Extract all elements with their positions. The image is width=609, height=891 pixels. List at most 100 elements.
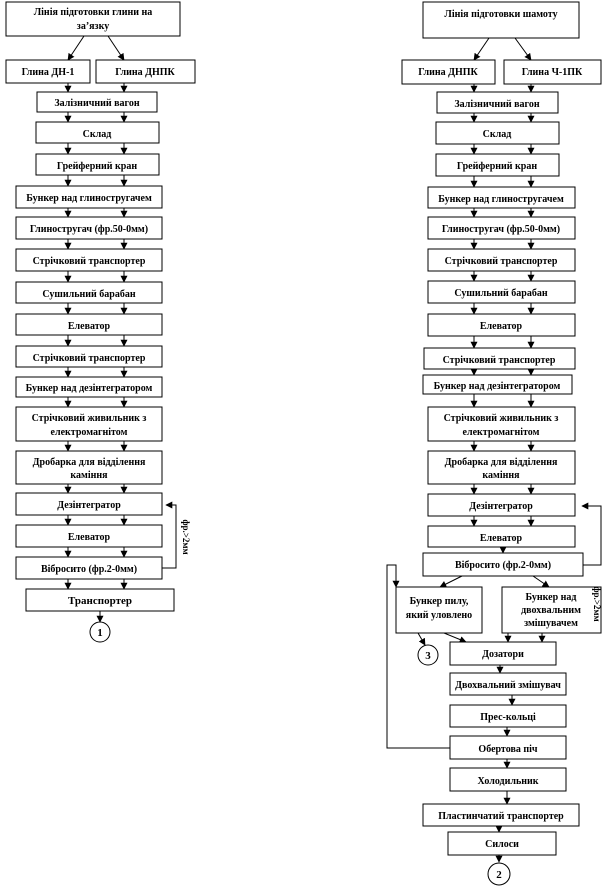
right-elevator2-label: Елеватор (480, 533, 523, 544)
left-magnet-line2: електромагнітом (51, 427, 128, 438)
right-title-box (422, 1, 580, 39)
left-crane-label: Грейферний кран (57, 161, 138, 172)
right-double-hopper-line3: змішувачем (524, 618, 578, 629)
right-hopper-disint-label: Бункер над дезінтегратором (434, 381, 561, 392)
right-silos-label: Силоси (485, 839, 519, 850)
right-crusher-line2: каміння (482, 470, 520, 481)
left-magnet-box (15, 406, 163, 442)
right-double-hopper-line2: двохвальним (521, 605, 581, 616)
left-hopper-planer-label: Бункер над глиностругачем (26, 193, 152, 204)
right-vibrosieve-label: Вібросито (фр.2-0мм) (455, 560, 551, 571)
right-belt1-label: Стрічковий транспортер (445, 256, 558, 267)
right-connector-out-circle (487, 862, 511, 886)
right-double-hopper-line1: Бункер над (526, 592, 577, 603)
left-flow-connectors (64, 35, 177, 623)
right-dust-hopper-line2: який уловлено (406, 610, 472, 621)
left-disintegrator-label: Дезінтегратор (57, 500, 121, 511)
right-line: Лінія підготовки шамоту Глина ДНПК Глина… (395, 1, 602, 886)
right-cooler-label: Холодильник (477, 776, 538, 787)
right-cooler-box (449, 767, 567, 792)
right-belt2-box (423, 347, 576, 370)
right-dosers-label: Дозатори (482, 649, 524, 660)
right-mixer-label: Двохвальний змішувач (455, 680, 561, 691)
right-elevator1-label: Елеватор (480, 321, 523, 332)
left-elevator1-box (15, 313, 163, 336)
right-belt2-label: Стрічковий транспортер (443, 355, 556, 366)
left-elevator2-box (15, 524, 163, 548)
right-disintegrator-label: Дезінтегратор (469, 501, 533, 512)
right-flow-connectors (386, 37, 602, 863)
left-drum-box (15, 281, 163, 304)
left-disintegrator-box (15, 492, 163, 516)
right-warehouse-label: Склад (483, 129, 512, 140)
right-drum-box (427, 280, 576, 304)
right-crane-label: Грейферний кран (457, 161, 538, 172)
right-clay-dnpk-label: Глина ДНПК (418, 67, 478, 78)
right-connector-dust-circle (417, 644, 439, 666)
right-double-hopper-box (501, 586, 602, 634)
right-wagon-label: Залізничний вагон (454, 99, 539, 110)
right-clay-ch1pk-label: Глина Ч-1ПК (522, 67, 583, 78)
left-magnet-line1: Стрічковий живильник з (32, 413, 147, 424)
right-magnet-line2: електромагнітом (463, 427, 540, 438)
right-elevator2-box (427, 525, 576, 548)
left-connector-label: 1 (97, 627, 103, 639)
left-elevator1-label: Елеватор (68, 321, 111, 332)
left-warehouse-label: Склад (83, 129, 112, 140)
right-disintegrator-box (427, 493, 576, 517)
left-crusher-box (15, 450, 163, 485)
left-warehouse-box (35, 121, 160, 144)
left-hopper-planer-box (15, 185, 163, 209)
right-elevator1-box (427, 313, 576, 337)
left-belt1-box (15, 248, 163, 272)
right-return-label: фр.>2мм (592, 586, 602, 621)
left-wagon-label: Залізничний вагон (54, 98, 139, 109)
left-belt2-box (15, 345, 163, 368)
right-dust-hopper-box (395, 586, 483, 634)
right-crusher-box (427, 450, 576, 485)
right-planer-box (427, 216, 576, 240)
left-transporter-box (25, 588, 175, 612)
right-crane-box (435, 153, 560, 177)
right-silos-box (447, 831, 557, 856)
left-transporter-label: Транспортер (68, 595, 132, 607)
right-title-line1: Лінія підготовки шамоту (444, 9, 557, 20)
right-belt1-box (427, 248, 576, 272)
right-press-box (449, 704, 567, 728)
left-drum-label: Сушильний барабан (42, 289, 135, 300)
right-drum-label: Сушильний барабан (454, 288, 547, 299)
right-wagon-box (436, 91, 559, 114)
left-connector-circle (89, 621, 111, 643)
left-clay-dnpk-label: Глина ДНПК (115, 67, 175, 78)
left-crane-box (35, 153, 160, 176)
left-belt2-label: Стрічковий транспортер (33, 353, 146, 364)
right-planer-label: Глиностругач (фр.50-0мм) (442, 224, 560, 235)
right-connector-out-label: 2 (496, 869, 502, 881)
left-vibrosieve-box (15, 556, 163, 580)
left-clay-dnpk-box (95, 59, 196, 84)
right-clay-ch1pk-box (503, 59, 602, 85)
right-mixer-box (449, 672, 567, 696)
right-hopper-planer-box (427, 186, 576, 209)
left-planer-label: Глиностругач (фр.50-0мм) (30, 224, 148, 235)
left-clay-dn1-box (5, 59, 91, 84)
right-dust-hopper-line1: Бункер пилу, (410, 596, 469, 607)
right-warehouse-box (435, 121, 560, 145)
left-planer-box (15, 216, 163, 240)
left-hopper-disint-box (15, 376, 163, 398)
right-hopper-planer-label: Бункер над глиностругачем (438, 194, 564, 205)
left-crusher-line2: каміння (70, 470, 108, 481)
right-vibrosieve-box (422, 552, 584, 577)
right-hopper-disint-box (422, 374, 573, 395)
left-title-line2: за’язку (77, 21, 109, 32)
right-press-label: Прес-кольці (480, 712, 536, 723)
right-kiln-box (449, 735, 567, 760)
right-plate-conveyor-box (422, 803, 580, 827)
left-elevator2-label: Елеватор (68, 532, 111, 543)
left-title-line1: Лінія підготовки глини на (34, 7, 153, 18)
right-clay-dnpk-box (401, 59, 496, 85)
right-kiln-label: Обертова піч (478, 744, 537, 755)
left-line: Лінія підготовки глини на за’язку Глина … (5, 1, 196, 643)
right-magnet-box (427, 406, 576, 442)
